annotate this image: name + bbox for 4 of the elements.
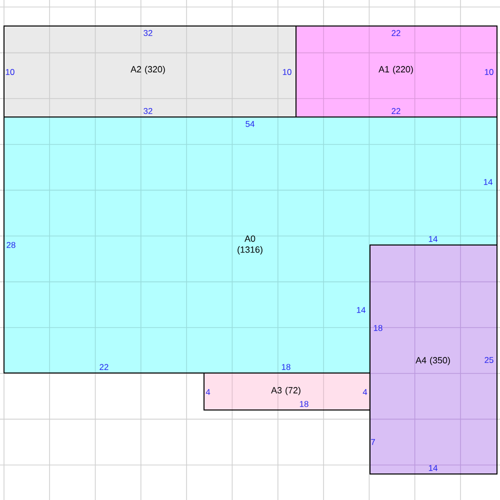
- floor-area: 22 A1 (220) 10 22: [296, 26, 498, 118]
- floor-area: 4 A3 (72) 4 18: [204, 372, 370, 410]
- floor-area: 18 A4 (350) 25 7 14: [370, 244, 498, 474]
- floor-area: 32 10 A2 (320) 10 32: [4, 26, 296, 118]
